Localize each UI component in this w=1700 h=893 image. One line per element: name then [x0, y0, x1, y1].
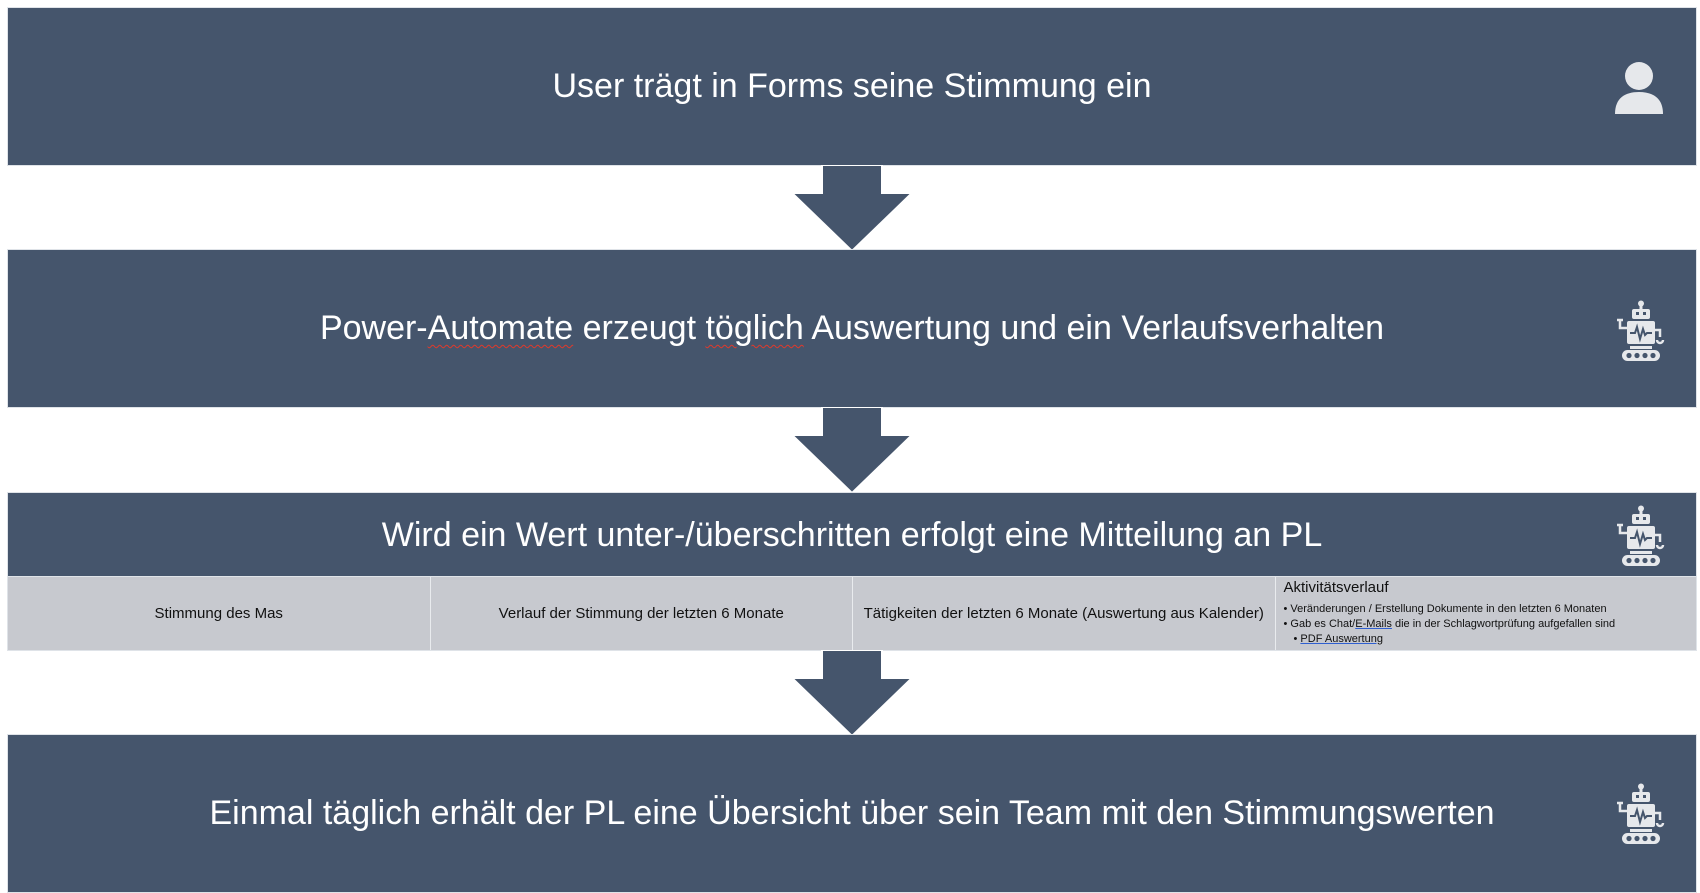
step-title-2: Power-Automate erzeugt töglich Auswertun… [319, 309, 1385, 347]
detail-activities-label: Tätigkeiten der letzten 6 Monate (Auswer… [863, 605, 1264, 622]
step-title-3: Wird ein Wert unter-/überschritten erfol… [381, 516, 1323, 554]
list-item: • Gab es Chat/E-Mails die in der Schlagw… [1283, 618, 1616, 630]
detail-mood-label: Stimmung des Mas [154, 605, 283, 622]
down-arrow-icon [790, 165, 914, 253]
down-arrow-icon [790, 650, 914, 738]
details-strip: Stimmung des Mas Verlauf der Stimmung de… [8, 577, 1696, 650]
detail-activities: Tätigkeiten der letzten 6 Monate (Auswer… [853, 577, 1276, 650]
activity-log-title: Aktivitätsverlauf [1283, 579, 1389, 596]
detail-mood-history: Verlauf der Stimmung der letzten 6 Monat… [431, 577, 853, 650]
step-box-1: User trägt in Forms seine Stimmung ein [8, 8, 1696, 165]
step-box-4: Einmal täglich erhält der PL eine Übersi… [8, 735, 1696, 892]
list-item: • Veränderungen / Erstellung Dokumente i… [1283, 603, 1607, 615]
down-arrow-icon [790, 407, 914, 495]
robot-icon [1617, 505, 1665, 572]
step-box-2: Power-Automate erzeugt töglich Auswertun… [8, 250, 1696, 407]
activity-log-list: • Veränderungen / Erstellung Dokumente i… [1284, 602, 1693, 647]
person-icon [1613, 60, 1665, 121]
robot-icon [1617, 783, 1665, 850]
robot-icon [1617, 300, 1665, 367]
step-title-4: Einmal täglich erhält der PL eine Übersi… [209, 794, 1495, 832]
detail-mood-history-label: Verlauf der Stimmung der letzten 6 Monat… [498, 605, 784, 622]
step-box-3: Wird ein Wert unter-/überschritten erfol… [8, 493, 1696, 577]
detail-mood: Stimmung des Mas [8, 577, 431, 650]
detail-activity-log: Aktivitätsverlauf • Veränderungen / Erst… [1276, 577, 1697, 650]
step-title-1: User trägt in Forms seine Stimmung ein [552, 67, 1152, 105]
list-item: • PDF Auswertung [1293, 633, 1383, 645]
